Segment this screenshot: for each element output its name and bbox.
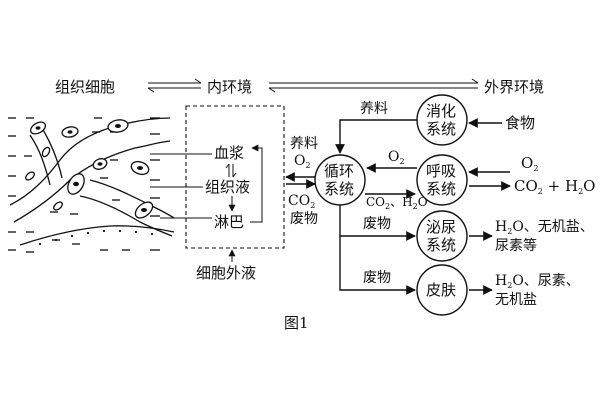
label-co2-h2o: CO2、H2O bbox=[366, 195, 428, 211]
digestive-line1: 消化 bbox=[426, 102, 456, 120]
label-tissue-cells: 组织细胞 bbox=[55, 78, 115, 96]
exchange-arrow-internal-external bbox=[268, 78, 479, 93]
label-internal-environment: 内环境 bbox=[207, 78, 252, 96]
label-nutrients: 养料 bbox=[360, 101, 388, 117]
arrow-digestive-to-circ bbox=[335, 119, 417, 154]
tissue-illustration bbox=[8, 117, 175, 253]
circulatory-line2: 系统 bbox=[324, 180, 354, 198]
tissue-fluid-dashes bbox=[8, 117, 160, 253]
label-urinary-out-line1: H2O、无机盐、 bbox=[495, 219, 594, 236]
label-lymph: 淋巴 bbox=[214, 213, 244, 231]
label-food: 食物 bbox=[505, 114, 535, 132]
urinary-line1: 泌尿 bbox=[426, 218, 456, 236]
label-skin-out-line2: 无机盐 bbox=[495, 292, 537, 308]
label-co2-h2o-external: CO2 + H2O bbox=[514, 177, 595, 196]
tissue-cells bbox=[25, 119, 154, 219]
arrow-lymph-to-plasma bbox=[250, 144, 263, 223]
lymph-vessel bbox=[38, 229, 154, 246]
label-skin-out-line1: H2O、尿素、 bbox=[495, 273, 580, 290]
label-o2-in: O2 bbox=[294, 153, 311, 170]
label-urinary-out-line2: 尿素等 bbox=[495, 237, 537, 254]
label-waste-urinary: 废物 bbox=[363, 216, 391, 232]
arrow-circ-to-skin bbox=[339, 236, 416, 295]
label-co2-out: CO2 bbox=[288, 193, 315, 210]
respiratory-system-node bbox=[416, 154, 468, 206]
skin-label: 皮肤 bbox=[426, 281, 456, 299]
label-plasma: 血浆 bbox=[214, 144, 244, 162]
label-external-environment: 外界环境 bbox=[484, 78, 544, 96]
circulatory-line1: 循环 bbox=[324, 162, 354, 180]
urinary-system-node bbox=[416, 210, 468, 262]
label-extracellular-fluid: 细胞外液 bbox=[196, 264, 256, 282]
label-waste-skin: 废物 bbox=[363, 270, 391, 286]
respiratory-line2: 系统 bbox=[426, 180, 456, 198]
figure-caption: 图1 bbox=[284, 314, 309, 332]
skin-node bbox=[416, 264, 468, 316]
leader-lines bbox=[150, 153, 212, 219]
label-o2-external: O2 bbox=[521, 154, 538, 173]
label-nutrients-in: 养料 bbox=[290, 136, 318, 152]
blood-vessels bbox=[9, 117, 175, 246]
label-tissue-fluid: 组织液 bbox=[205, 178, 250, 196]
respiratory-line1: 呼吸 bbox=[426, 162, 456, 180]
digestive-line2: 系统 bbox=[426, 120, 456, 138]
plasma-tissue-exchange bbox=[225, 163, 237, 178]
exchange-arrow-cells-internal bbox=[147, 78, 202, 93]
label-o2-resp: O2 bbox=[388, 149, 405, 166]
cell-nuclei bbox=[35, 124, 147, 212]
extracellular-fluid-box bbox=[185, 105, 285, 249]
label-waste-out: 废物 bbox=[290, 211, 318, 227]
urinary-line2: 系统 bbox=[426, 236, 456, 254]
